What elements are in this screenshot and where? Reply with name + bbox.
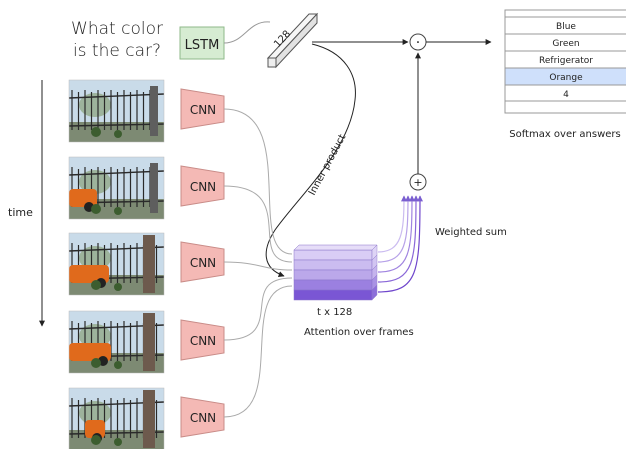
cnn-label: CNN [190, 256, 216, 270]
question-vector: 128 [266, 12, 319, 69]
lstm-box [179, 26, 225, 60]
frame-feature-link [223, 108, 293, 255]
cnn-block-4: CNN [180, 319, 225, 361]
softmax-label: Softmax over answers [509, 129, 621, 140]
cnn-label: CNN [190, 411, 216, 425]
frame-feature-link [223, 185, 293, 263]
weighted-sum-arrow [377, 195, 415, 273]
answer-label: Blue [556, 22, 576, 32]
video-frame-5 [68, 387, 165, 449]
weighted-sum-arrow [377, 195, 411, 263]
matrix-size-label: t x 128 [317, 307, 352, 318]
dot-op-symbol: · [416, 35, 420, 51]
cnn-block-5: CNN [180, 396, 225, 438]
answer-row: Orange [504, 67, 626, 86]
cnn-block-2: CNN [180, 165, 225, 207]
attention-label: Attention over frames [304, 327, 414, 338]
video-frame-2 [68, 156, 165, 220]
lstm-label: LSTM [185, 38, 220, 53]
cnn-label: CNN [190, 334, 216, 348]
weighted-sum-arrow [377, 195, 423, 293]
answer-label: Orange [549, 73, 583, 83]
cnn-block-3: CNN [180, 241, 225, 283]
question-line-1: What color [71, 19, 163, 39]
cnn-label: CNN [190, 103, 216, 117]
answer-row: Green [504, 33, 626, 52]
dot-product-node: · [409, 33, 427, 51]
sum-op-symbol: + [413, 176, 422, 189]
weighted-sum-arrow [377, 195, 407, 253]
question-text: What color is the car? [58, 18, 176, 62]
cnn-block-1: CNN [180, 88, 225, 130]
time-label: time [8, 206, 33, 219]
video-frame-3 [68, 232, 165, 296]
video-frame-1 [68, 79, 165, 143]
answer-row: Refrigerator [504, 50, 626, 69]
weighted-sum-label: Weighted sum [435, 227, 507, 238]
sum-node: + [409, 173, 427, 191]
answer-label: 4 [563, 90, 569, 100]
answer-row: Blue [504, 16, 626, 35]
video-frame-4 [68, 310, 165, 374]
lstm-to-vector-link [223, 21, 271, 44]
frame-feature-link [223, 277, 293, 341]
inner-product-curve [265, 43, 356, 277]
lstm-block: LSTM [179, 26, 225, 60]
attention-row [293, 284, 378, 301]
frame-feature-link [223, 285, 293, 418]
answer-label: Green [552, 39, 579, 49]
answer-label: Refrigerator [539, 56, 593, 66]
question-line-2: is the car? [72, 41, 162, 61]
answer-row: 4 [504, 84, 626, 103]
weighted-sum-arrow [377, 195, 419, 283]
cnn-label: CNN [190, 180, 216, 194]
inner-product-label: Inner product [307, 133, 348, 198]
frame-feature-link [223, 261, 293, 271]
attention-matrix [293, 244, 378, 301]
